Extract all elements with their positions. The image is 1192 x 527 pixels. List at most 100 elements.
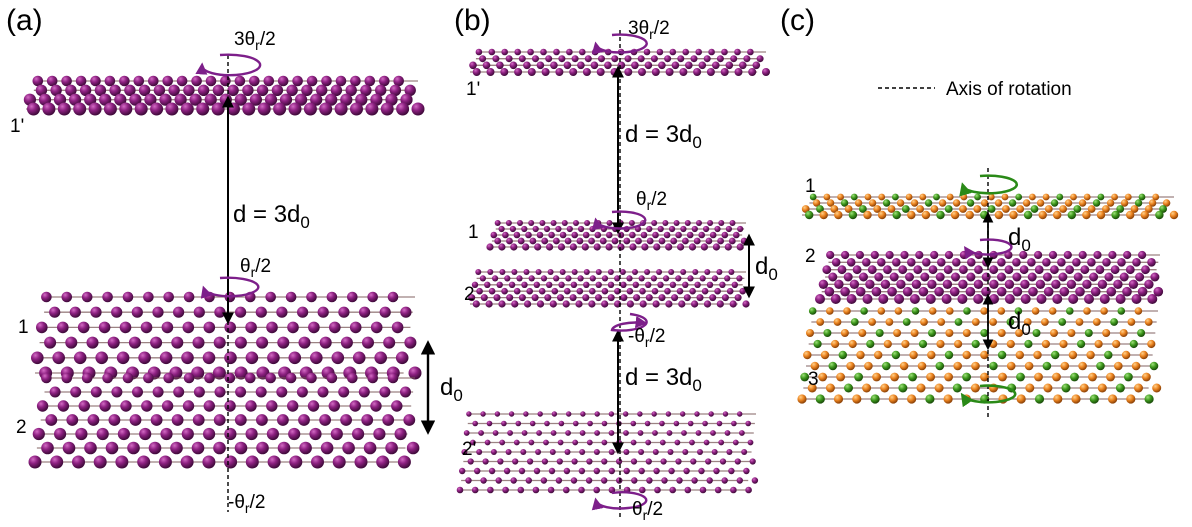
atom [716,420,723,427]
atom [533,467,541,475]
atom [844,383,853,393]
atom [888,394,898,404]
atom [714,287,721,295]
atom [525,231,532,239]
atom [150,414,163,426]
atom [277,75,289,87]
atom [1124,372,1133,382]
atom [639,486,646,494]
atom [1117,307,1126,315]
atom [298,336,311,349]
atom [111,306,123,318]
atom [606,231,613,239]
atom [408,366,422,380]
spacing-label-b: d0 [755,253,778,284]
layer-a-1prime [23,75,425,116]
atom [52,351,65,365]
atom [50,84,62,97]
atom [739,61,747,70]
atom [490,449,497,455]
atom [331,351,345,365]
atom [669,225,676,233]
rotation-arrow-c-top [959,174,1019,197]
atom [614,275,621,282]
atom [701,287,709,295]
atom [671,61,680,70]
atom [846,294,857,304]
atom [1041,318,1049,326]
atom [1053,210,1062,220]
atom [617,61,626,70]
atom [511,269,518,275]
atom [724,430,731,436]
atom [472,420,479,427]
atom [364,75,376,87]
atom [1058,318,1067,326]
atom [996,286,1007,297]
atom [400,386,411,398]
atom [509,61,518,70]
atom [651,68,660,76]
atom [521,430,528,436]
atom [734,48,741,56]
atom [720,68,729,76]
atom [527,48,534,56]
atom [393,75,405,87]
atom [227,84,239,97]
atom [594,411,600,417]
atom [553,237,560,245]
atom [526,287,533,295]
atom [234,414,247,426]
atom [1070,372,1079,382]
atom [391,400,403,412]
atom [864,193,872,201]
atom [805,210,814,220]
atom [703,55,711,63]
atom [376,455,390,469]
atom [570,281,578,288]
atom [871,286,882,297]
atom [575,300,583,308]
atom [952,258,961,267]
angle-label-b-neg: -θr/2 [628,326,665,350]
atom [997,307,1006,315]
atom [1149,361,1159,371]
atom [629,231,636,239]
atom [271,84,284,97]
atom [660,458,667,465]
atom [1116,205,1125,213]
atom [1012,272,1022,282]
atom [538,287,546,295]
atom [196,102,210,116]
atom [1102,258,1111,267]
atom [952,383,962,393]
atom [507,430,513,436]
atom [191,441,205,455]
atom [902,286,913,297]
atom [265,291,277,303]
atom [997,258,1006,267]
atom [586,439,593,446]
atom [724,243,732,251]
atom [1033,350,1042,360]
atom [1022,199,1031,207]
atom [1004,279,1015,289]
atom [1115,383,1125,393]
atom [570,477,578,484]
atom [347,372,358,384]
atom [1110,318,1118,326]
atom [528,275,535,282]
atom [212,366,226,380]
atom [743,467,750,475]
atom [840,286,850,297]
atom [994,210,1004,220]
atom [966,272,976,282]
atom [255,386,267,398]
atom [901,339,910,349]
atom [800,372,810,382]
atom [296,386,308,398]
atom [277,336,290,349]
atom [725,225,733,233]
atom [950,210,960,220]
atom [383,336,396,349]
